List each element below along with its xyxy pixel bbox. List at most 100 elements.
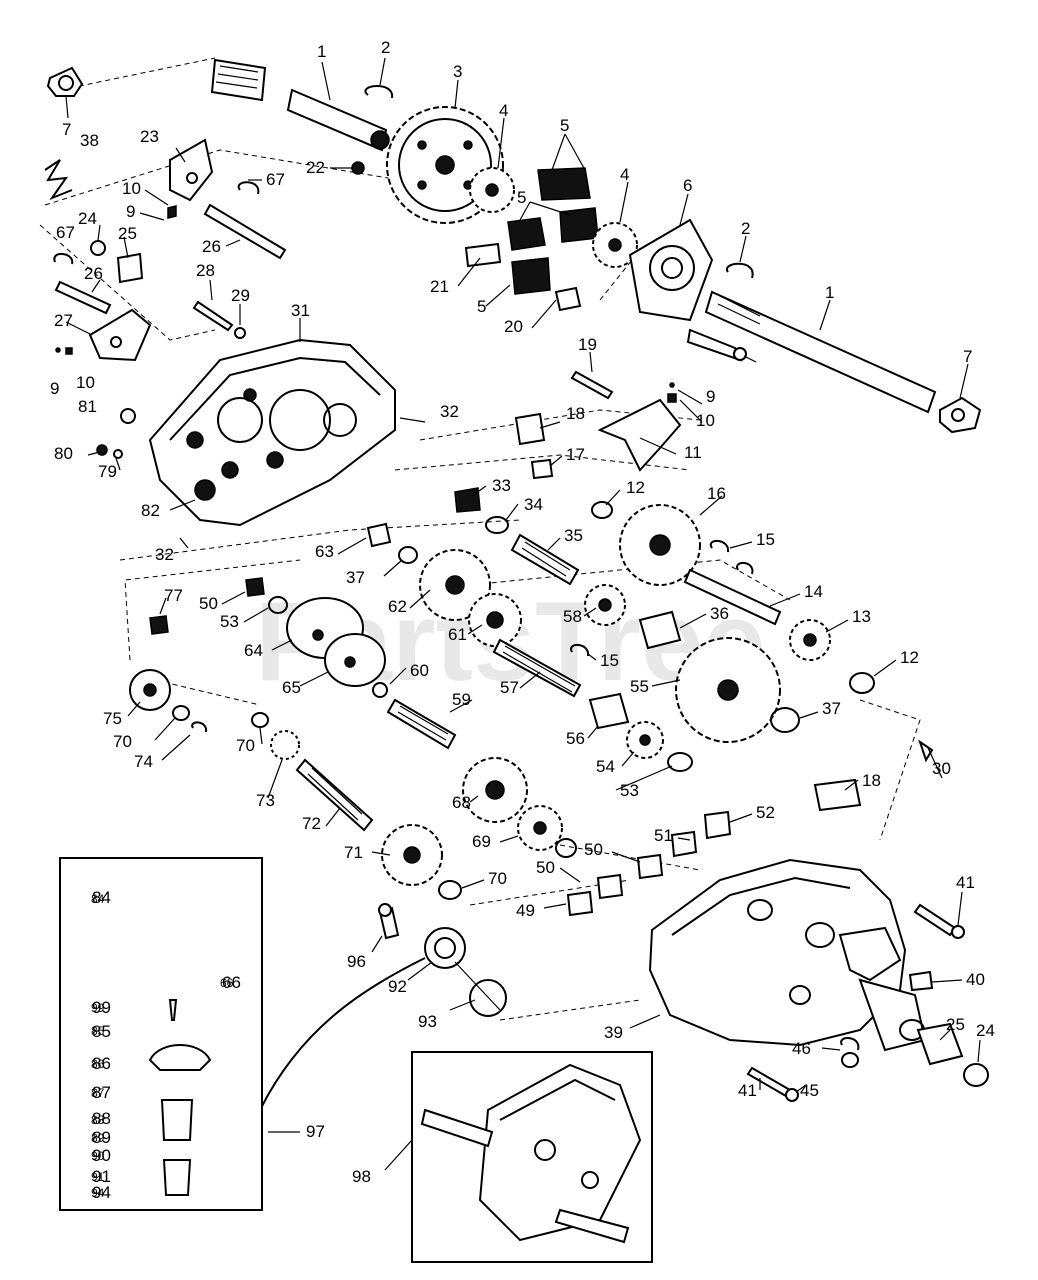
callout: 17	[566, 445, 585, 464]
callout: 77	[164, 586, 183, 605]
callout: 28	[196, 261, 215, 280]
callout: 71	[344, 843, 363, 862]
callout: 30	[932, 759, 951, 778]
inset-98	[411, 1051, 653, 1263]
svg-text:86: 86	[91, 1057, 105, 1071]
callout: 53	[620, 781, 639, 800]
callout: 88	[92, 1109, 111, 1128]
callout: 18	[566, 404, 585, 423]
svg-text:89: 89	[91, 1131, 105, 1145]
callout: 41	[738, 1081, 757, 1100]
callout: 50	[584, 840, 603, 859]
callout: 25	[946, 1015, 965, 1034]
callout: 69	[472, 832, 491, 851]
svg-text:90: 90	[91, 1149, 105, 1163]
callout: 74	[134, 752, 153, 771]
callout: 32	[155, 545, 174, 564]
svg-text:84: 84	[91, 892, 105, 906]
callout: 75	[103, 709, 122, 728]
callout: 81	[78, 397, 97, 416]
callout: 11	[684, 443, 702, 462]
callout: 68	[452, 793, 471, 812]
callout: 92	[388, 977, 407, 996]
callout: 53	[220, 612, 239, 631]
callout: 55	[630, 677, 649, 696]
callout: 20	[504, 317, 523, 336]
callout-labels: 1 2 3 4 5 5 4 6 2 1 7 7 38 23 22 67 10 9…	[50, 38, 995, 1202]
callout: 58	[563, 607, 582, 626]
callout: 94	[92, 1183, 111, 1202]
callout: 90	[92, 1146, 111, 1165]
callout: 38	[80, 131, 99, 150]
callout: 12	[900, 648, 919, 667]
top-gear-group	[46, 58, 982, 434]
callout: 31	[291, 301, 310, 320]
svg-text:91: 91	[91, 1170, 105, 1184]
middle-gear-group	[129, 370, 934, 917]
svg-text:94: 94	[91, 1186, 105, 1200]
callout: 2	[741, 219, 750, 238]
callout: 7	[62, 120, 71, 139]
callout: 3	[453, 62, 462, 81]
callout: 10	[122, 179, 141, 198]
callout: 15	[756, 530, 775, 549]
callout: 93	[418, 1012, 437, 1031]
callout: 65	[282, 678, 301, 697]
callout: 12	[626, 478, 645, 497]
callout: 21	[430, 277, 449, 296]
callout: 19	[578, 335, 597, 354]
callout: 49	[516, 901, 535, 920]
left-housing	[148, 338, 426, 527]
svg-text:87: 87	[91, 1086, 105, 1100]
callout: 9	[126, 202, 135, 221]
left-linkage-group	[44, 138, 287, 459]
callout: 99	[92, 998, 111, 1017]
svg-text:99: 99	[91, 1001, 105, 1015]
callout: 32	[440, 402, 459, 421]
callout: 54	[596, 757, 615, 776]
callout: 97	[306, 1122, 325, 1141]
callout: 60	[410, 661, 429, 680]
callout: 61	[448, 625, 467, 644]
callout: 67	[56, 223, 75, 242]
callout: 25	[118, 224, 137, 243]
callout: 59	[452, 690, 471, 709]
callout: 50	[199, 594, 218, 613]
callout: 24	[976, 1021, 995, 1040]
svg-text:88: 88	[91, 1113, 105, 1127]
callout: 89	[92, 1128, 111, 1147]
callout: 91	[92, 1167, 111, 1186]
callout: 98	[352, 1167, 371, 1186]
callout: 46	[792, 1039, 811, 1058]
callout: 34	[524, 495, 543, 514]
lower-center-parts	[259, 903, 507, 1111]
callout: 14	[804, 582, 823, 601]
callout: 26	[202, 237, 221, 256]
callout: 84	[92, 888, 111, 907]
callout: 4	[620, 165, 629, 184]
callout: 39	[604, 1023, 623, 1042]
callout: 13	[852, 607, 871, 626]
callout: 36	[710, 604, 729, 623]
callout: 22	[306, 158, 325, 177]
callout: 1	[825, 283, 834, 302]
callout: 9	[706, 387, 715, 406]
callout: 6	[683, 176, 692, 195]
callout: 33	[492, 476, 511, 495]
callout: 40	[966, 970, 985, 989]
callout: 52	[756, 803, 775, 822]
callout: 66	[222, 973, 241, 992]
callout: 57	[500, 678, 519, 697]
leader-lines	[65, 57, 981, 1171]
callout: 18	[862, 771, 881, 790]
callout: 70	[113, 732, 132, 751]
callout: 86	[92, 1054, 111, 1073]
callout: 16	[707, 484, 726, 503]
callout: 79	[98, 462, 117, 481]
callout: 56	[566, 729, 585, 748]
callout: 67	[266, 170, 285, 189]
callout: 1	[317, 42, 326, 61]
callout: 82	[141, 501, 160, 520]
svg-text:66: 66	[220, 976, 234, 990]
